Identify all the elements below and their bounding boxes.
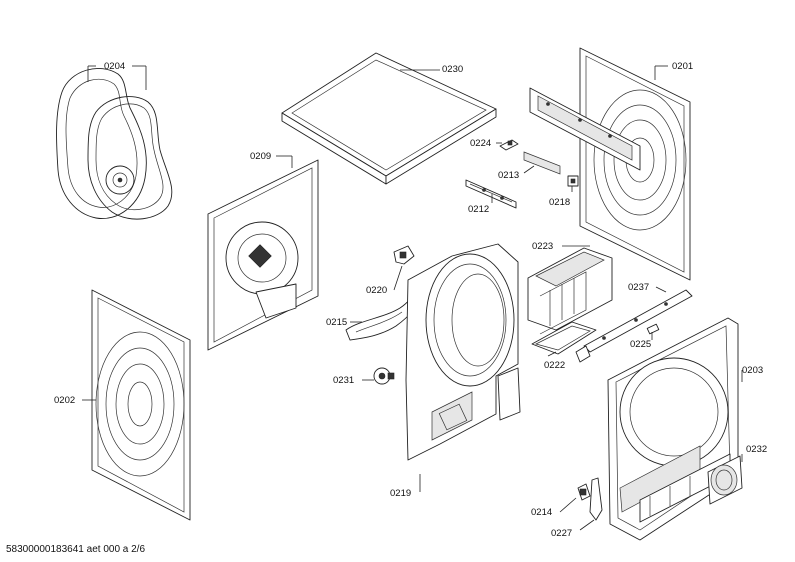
label-0220: 0220 xyxy=(366,285,387,296)
label-0212: 0212 xyxy=(468,204,489,215)
label-0214: 0214 xyxy=(531,507,552,518)
part-0202-side-panel xyxy=(91,289,191,521)
leader-0237 xyxy=(655,286,667,293)
label-0224: 0224 xyxy=(470,138,491,149)
part-0223-filter-housing xyxy=(527,247,613,335)
part-0219-main-frame xyxy=(405,243,521,461)
leader-0214 xyxy=(559,497,577,513)
label-0222: 0222 xyxy=(544,360,565,371)
label-0230: 0230 xyxy=(442,64,463,75)
part-0232-vent-grille xyxy=(707,455,743,505)
part-0212-rail xyxy=(465,179,517,209)
leader-0227 xyxy=(579,519,595,531)
label-0225: 0225 xyxy=(630,339,651,350)
label-0218: 0218 xyxy=(549,197,570,208)
part-0231-knob xyxy=(373,367,395,385)
leader-0220 xyxy=(393,265,403,291)
part-0237-rail xyxy=(575,289,693,363)
label-0213: 0213 xyxy=(498,170,519,181)
part-0218-connector xyxy=(567,175,579,187)
label-0215: 0215 xyxy=(326,317,347,328)
part-0213-sensor-bar xyxy=(523,151,561,175)
label-0201: 0201 xyxy=(672,61,693,72)
label-0204: 0204 xyxy=(104,61,125,72)
label-0237: 0237 xyxy=(628,282,649,293)
leader-0213 xyxy=(523,165,535,174)
label-0209: 0209 xyxy=(250,151,271,162)
label-0203: 0203 xyxy=(742,365,763,376)
part-0230-top-cover xyxy=(281,52,497,185)
part-0203-front-panel xyxy=(607,317,739,541)
part-0222-gasket xyxy=(531,321,597,355)
label-0219: 0219 xyxy=(390,488,411,499)
label-0231: 0231 xyxy=(333,375,354,386)
leader-0204 xyxy=(87,65,147,90)
label-0227: 0227 xyxy=(551,528,572,539)
footer-document-id: 58300000183641 aet 000 a 2/6 xyxy=(6,544,145,555)
part-0227-hinge xyxy=(589,477,603,521)
part-0225-plug xyxy=(646,323,660,335)
part-mounting-plate xyxy=(529,87,641,171)
part-0224-clip xyxy=(499,139,519,151)
part-0209-rear-panel xyxy=(207,159,319,351)
label-0223: 0223 xyxy=(532,241,553,252)
part-0220-bracket xyxy=(393,245,415,265)
part-0204-seal xyxy=(56,67,173,220)
part-0214-latch xyxy=(577,483,591,501)
label-0232: 0232 xyxy=(746,444,767,455)
leader-0222 xyxy=(547,351,557,357)
label-0202: 0202 xyxy=(54,395,75,406)
